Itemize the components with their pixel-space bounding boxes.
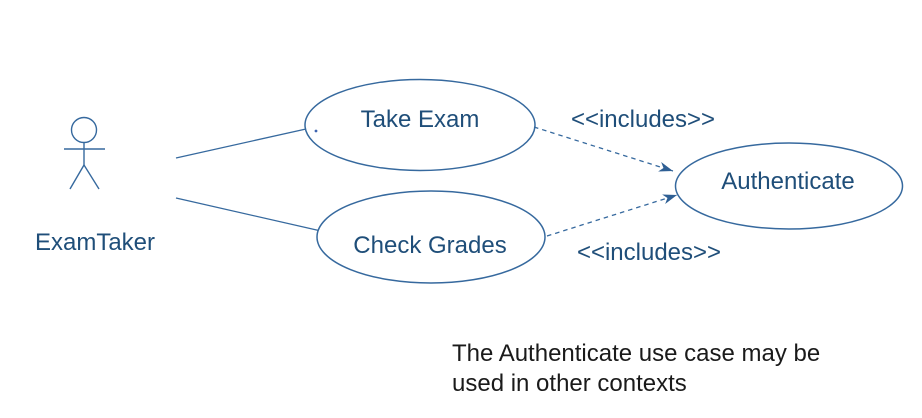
use-case-authenticate-ellipse <box>674 142 904 230</box>
actor-leg-left <box>69 164 85 190</box>
include-connector-check-grades <box>546 194 678 237</box>
includes-label-top: <<includes>> <box>571 106 715 133</box>
actor-label: ExamTaker <box>35 229 155 256</box>
include-connector-take-exam <box>533 126 674 172</box>
stray-dot <box>314 129 318 133</box>
use-case-take-exam-ellipse <box>304 78 536 172</box>
actor-figure <box>64 116 105 190</box>
note-line-2: used in other contexts <box>452 370 687 397</box>
use-case-authenticate: Authenticate <box>674 142 904 230</box>
use-case-check-grades-ellipse <box>316 190 546 284</box>
use-case-check-grades-label: Check Grades <box>353 232 506 259</box>
use-case-take-exam-label: Take Exam <box>361 106 480 133</box>
association-take-exam <box>175 128 307 159</box>
actor-leg-right <box>83 164 100 190</box>
use-case-authenticate-label: Authenticate <box>721 168 854 195</box>
includes-label-bottom: <<includes>> <box>577 239 721 266</box>
association-lines <box>175 128 322 232</box>
actor-head <box>70 116 98 144</box>
include-connectors <box>533 126 678 237</box>
use-case-check-grades: Check Grades <box>316 190 546 284</box>
association-check-grades <box>175 197 322 232</box>
use-case-take-exam: Take Exam <box>304 78 536 172</box>
note-line-1: The Authenticate use case may be <box>452 340 820 367</box>
